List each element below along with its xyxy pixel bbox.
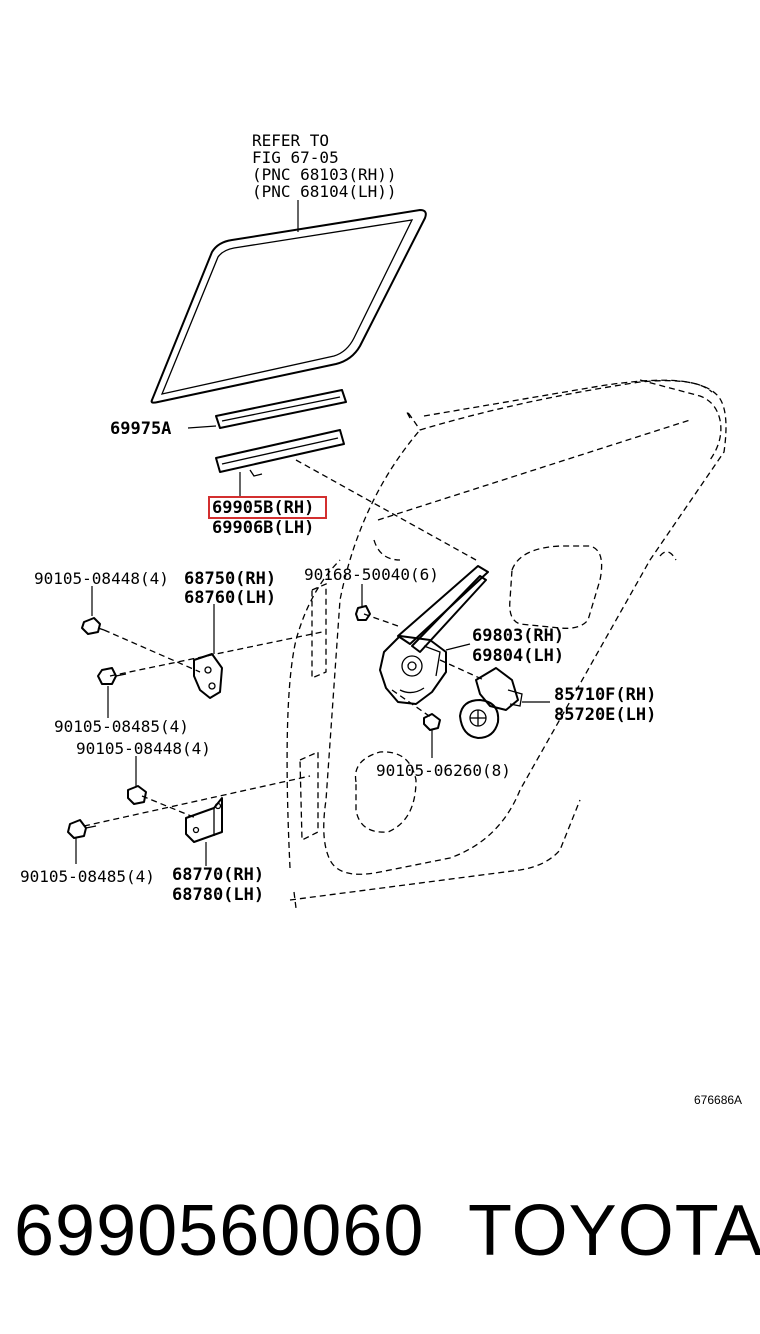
label-69905b: 69905B(RH) [212, 498, 314, 518]
refer-line-2: FIG 67-05 [252, 148, 339, 167]
bolt-90168-50040: 90168-50040(6) [304, 565, 439, 621]
refer-line-3: (PNC 68103(RH)) [252, 165, 397, 184]
hinge-68750: 68750(RH) 68760(LH) [184, 569, 276, 699]
hinge-68770: 68770(RH) 68780(LH) [172, 797, 264, 905]
label-69803: 69803(RH) [472, 626, 564, 646]
bolt-90105-08448-mid: 90105-08448(4) [76, 739, 211, 805]
bolt-90105-08485-bot: 90105-08485(4) [20, 819, 155, 886]
refer-line-1: REFER TO [252, 131, 329, 150]
label-68760: 68760(LH) [184, 588, 276, 608]
regulator-69803: 69803(RH) 69804(LH) [379, 565, 564, 705]
label-69804: 69804(LH) [472, 646, 564, 666]
part-number: 6990560060 [14, 1191, 425, 1271]
highlight-69905b [208, 496, 327, 519]
motor-85710f: 85710F(RH) 85720E(LH) [459, 667, 656, 739]
label-90105-06260: 90105-06260(8) [376, 761, 511, 780]
refer-line-4: (PNC 68104(LH)) [252, 182, 397, 201]
label-90105-08485-top: 90105-08485(4) [54, 717, 189, 736]
glass-run-69975a: 69975A [110, 389, 347, 439]
bolt-90105-08448-top: 90105-08448(4) [34, 569, 169, 635]
label-90168-50040: 90168-50040(6) [304, 565, 439, 584]
label-85720e: 85720E(LH) [554, 705, 656, 725]
refer-note: REFER TO FIG 67-05 (PNC 68103(RH)) (PNC … [252, 131, 397, 232]
label-90105-08485-bot: 90105-08485(4) [20, 867, 155, 886]
door-glass [150, 209, 427, 404]
label-69975a: 69975A [110, 419, 171, 439]
brand-name: TOYOTA [468, 1191, 760, 1271]
weatherstrip-69905b: 69905B(RH) 69906B(LH) [208, 429, 345, 538]
bolt-90105-06260: 90105-06260(8) [376, 713, 511, 780]
label-68780: 68780(LH) [172, 885, 264, 905]
label-68750: 68750(RH) [184, 569, 276, 589]
bolt-90105-08485-top: 90105-08485(4) [54, 667, 189, 736]
label-85710f: 85710F(RH) [554, 685, 656, 705]
label-90105-08448-mid: 90105-08448(4) [76, 739, 211, 758]
door-panel [286, 379, 727, 909]
label-69906b: 69906B(LH) [212, 518, 314, 538]
label-90105-08448-top: 90105-08448(4) [34, 569, 169, 588]
figure-id: 676686A [694, 1093, 742, 1107]
label-68770: 68770(RH) [172, 865, 264, 885]
